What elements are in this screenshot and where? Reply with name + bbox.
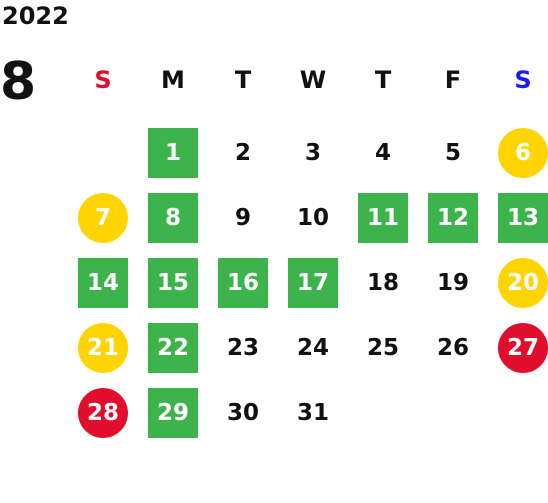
day-number: 2 (234, 139, 251, 166)
empty-cell (348, 380, 418, 445)
day-cell[interactable]: 15 (138, 250, 208, 315)
day-number: 3 (304, 139, 321, 166)
day-cell[interactable]: 10 (278, 185, 348, 250)
day-cell[interactable]: 3 (278, 120, 348, 185)
day-number: 23 (226, 334, 259, 361)
day-cell[interactable]: 21 (68, 315, 138, 380)
day-cell[interactable]: 25 (348, 315, 418, 380)
weekday-monday: M (161, 66, 185, 94)
day-number: 20 (498, 257, 548, 308)
day-cell[interactable]: 5 (418, 120, 488, 185)
day-number: 9 (234, 204, 251, 231)
day-cell[interactable]: 12 (418, 185, 488, 250)
day-number: 12 (428, 192, 478, 243)
day-number: 15 (148, 257, 198, 308)
day-number: 11 (358, 192, 408, 243)
day-cell[interactable]: 23 (208, 315, 278, 380)
day-number: 10 (296, 204, 329, 231)
day-cell[interactable]: 14 (68, 250, 138, 315)
day-cell[interactable]: 4 (348, 120, 418, 185)
day-cell[interactable]: 2 (208, 120, 278, 185)
day-number: 8 (148, 192, 198, 243)
day-number: 18 (366, 269, 399, 296)
weekday-sunday: S (94, 66, 112, 94)
empty-cell (418, 380, 488, 445)
day-number: 24 (296, 334, 329, 361)
day-cell[interactable]: 19 (418, 250, 488, 315)
day-number: 25 (366, 334, 399, 361)
weekday-saturday: S (514, 66, 532, 94)
day-cell[interactable]: 31 (278, 380, 348, 445)
day-number: 4 (374, 139, 391, 166)
day-cell[interactable]: 26 (418, 315, 488, 380)
day-number: 26 (436, 334, 469, 361)
day-number: 7 (78, 192, 128, 243)
empty-cell (68, 120, 138, 185)
day-cell[interactable]: 7 (68, 185, 138, 250)
month-number: 8 (0, 52, 37, 112)
day-cell[interactable]: 17 (278, 250, 348, 315)
day-cell[interactable]: 29 (138, 380, 208, 445)
day-cell[interactable]: 9 (208, 185, 278, 250)
day-cell[interactable]: 6 (488, 120, 548, 185)
day-number: 5 (444, 139, 461, 166)
day-number: 31 (296, 399, 329, 426)
day-cell[interactable]: 1 (138, 120, 208, 185)
day-number: 21 (78, 322, 128, 373)
weekday-friday: F (444, 66, 462, 94)
day-cell[interactable]: 11 (348, 185, 418, 250)
day-cell[interactable]: 30 (208, 380, 278, 445)
day-cell[interactable]: 24 (278, 315, 348, 380)
weekday-wednesday: W (299, 66, 327, 94)
day-number: 14 (78, 257, 128, 308)
day-number: 1 (148, 127, 198, 178)
day-number: 29 (148, 387, 198, 438)
day-number: 6 (498, 127, 548, 178)
weekday-thursday: T (374, 66, 392, 94)
day-number: 13 (498, 192, 548, 243)
day-cell[interactable]: 8 (138, 185, 208, 250)
day-number: 22 (148, 322, 198, 373)
day-cell[interactable]: 22 (138, 315, 208, 380)
day-number: 16 (218, 257, 268, 308)
day-cell[interactable]: 27 (488, 315, 548, 380)
year-label: 2022 (2, 2, 69, 30)
day-number: 17 (288, 257, 338, 308)
day-number: 27 (498, 322, 548, 373)
day-number: 28 (78, 387, 128, 438)
day-cell[interactable]: 18 (348, 250, 418, 315)
day-number: 30 (226, 399, 259, 426)
day-cell[interactable]: 16 (208, 250, 278, 315)
day-cell[interactable]: 13 (488, 185, 548, 250)
empty-cell (488, 380, 548, 445)
day-cell[interactable]: 28 (68, 380, 138, 445)
day-cell[interactable]: 20 (488, 250, 548, 315)
weekday-tuesday: T (234, 66, 252, 94)
day-number: 19 (436, 269, 469, 296)
